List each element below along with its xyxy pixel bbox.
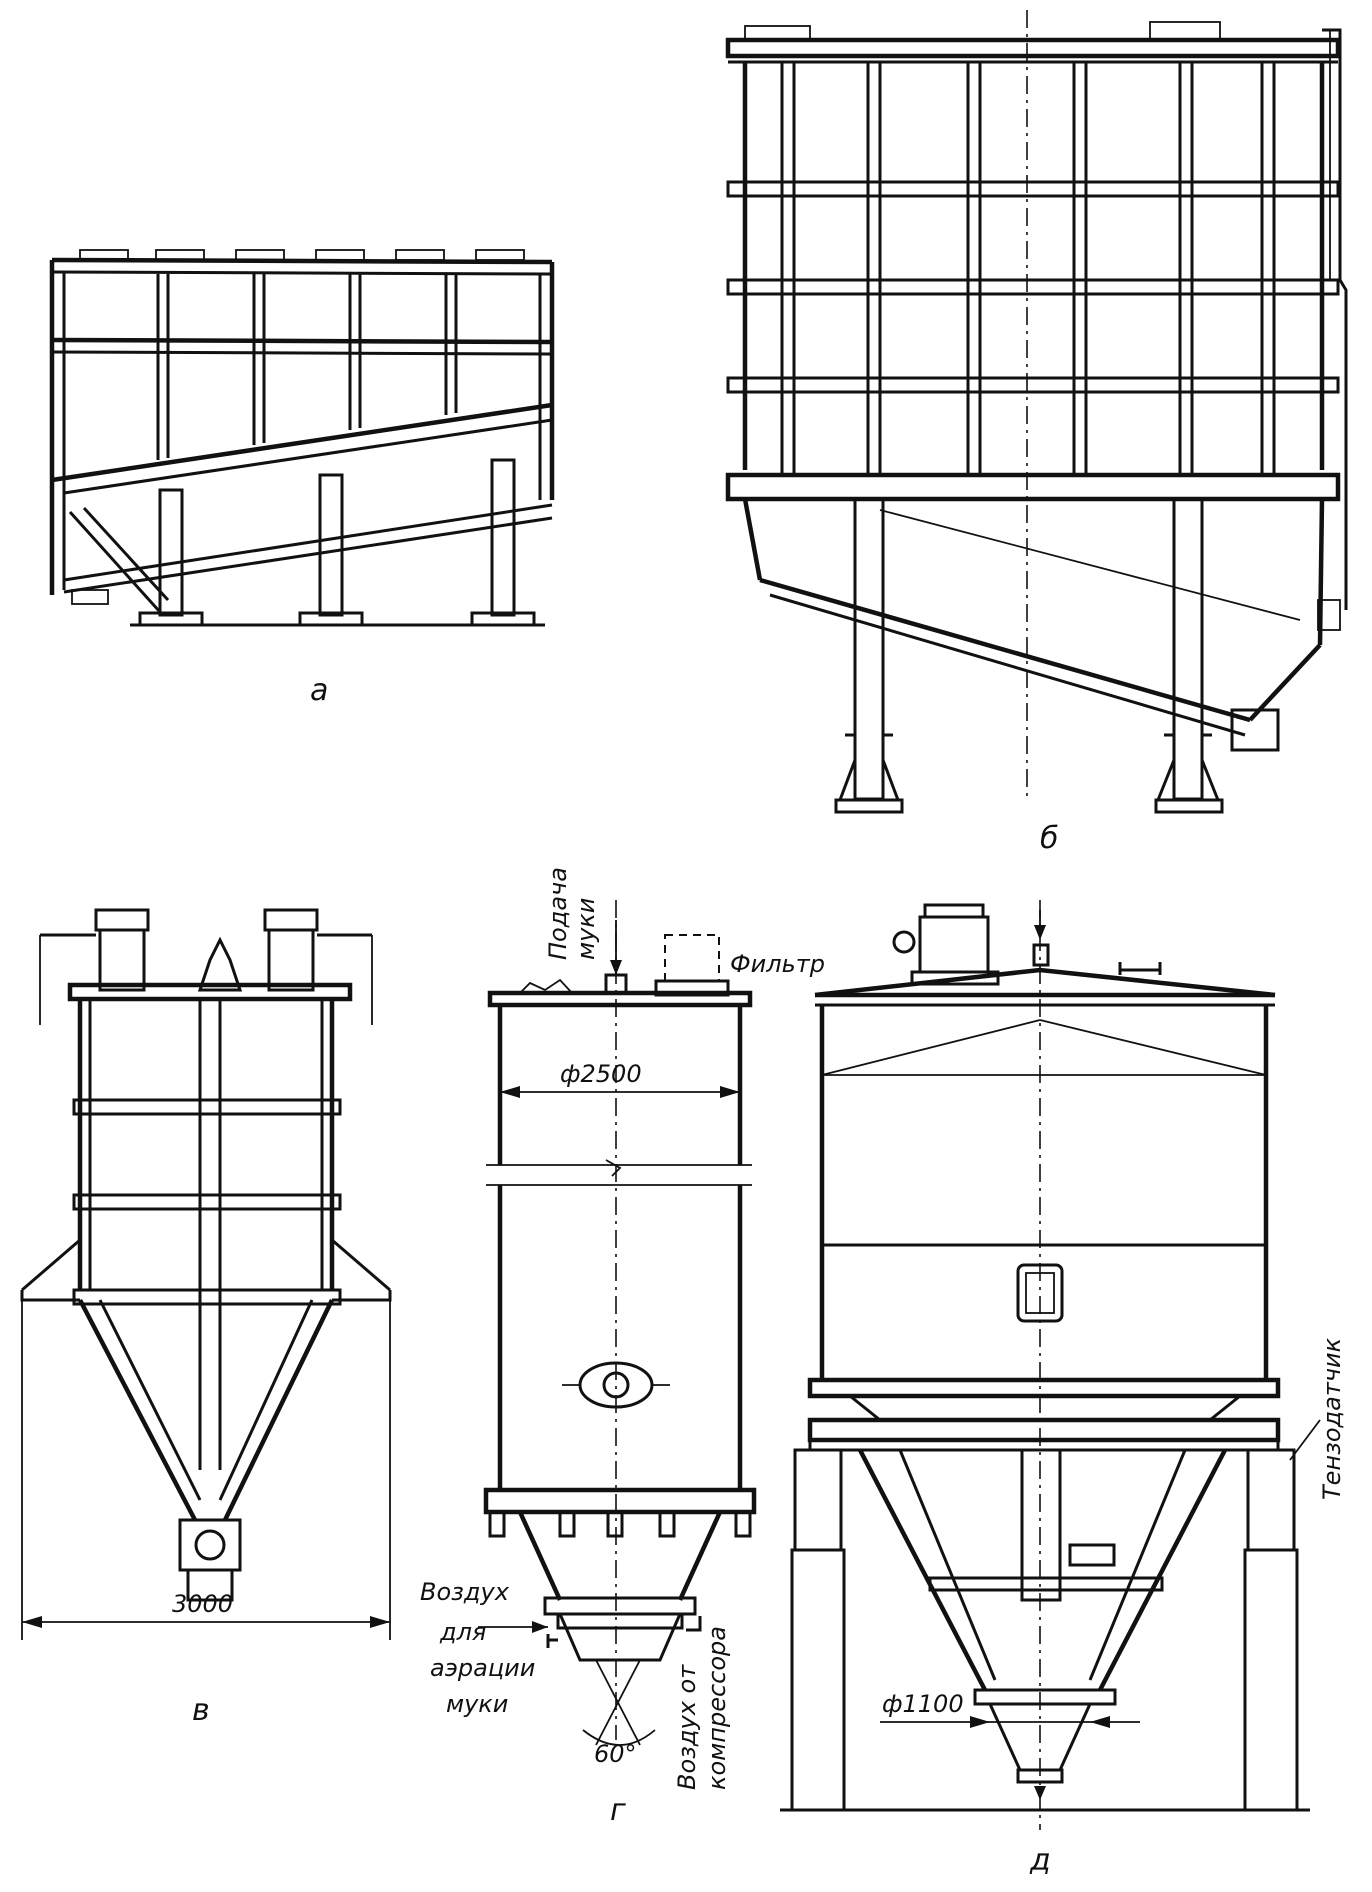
dimension-width-v: 3000 (172, 1590, 233, 1618)
drawing-panel-d: ф1100 Тензодатчик д (780, 900, 1346, 1878)
label-air: Воздух (420, 1578, 510, 1606)
label-aeration-1: для (439, 1618, 486, 1646)
label-filter: Фильтр (730, 950, 825, 978)
dimension-angle-g: 60° (594, 1740, 637, 1768)
label-load-sensor: Тензодатчик (1318, 1337, 1346, 1500)
label-aeration-2: аэрации (430, 1654, 535, 1682)
label-compressor-1: Воздух от (673, 1664, 701, 1790)
dimension-diameter-g: ф2500 (560, 1060, 642, 1088)
label-aeration-3: муки (446, 1690, 508, 1718)
drawing-panel-v: 3000 в (20, 908, 392, 1728)
dimension-diameter-d: ф1100 (882, 1690, 964, 1718)
panel-label-a: а (310, 673, 328, 708)
label-flour-feed-2: муки (572, 898, 600, 960)
drawing-panel-a: а (49, 249, 555, 708)
panel-label-d: д (1029, 1843, 1051, 1878)
panel-label-v: в (192, 1693, 210, 1728)
panel-label-g: г (610, 1793, 626, 1828)
label-flour-feed-1: Подача (544, 867, 572, 960)
panel-label-b: б (1040, 821, 1059, 856)
drawing-panel-b: б (725, 10, 1348, 856)
label-compressor-2: компрессора (703, 1626, 731, 1790)
drawing-panel-g: ф2500 60° г Подача муки Фильтр (420, 867, 825, 1828)
